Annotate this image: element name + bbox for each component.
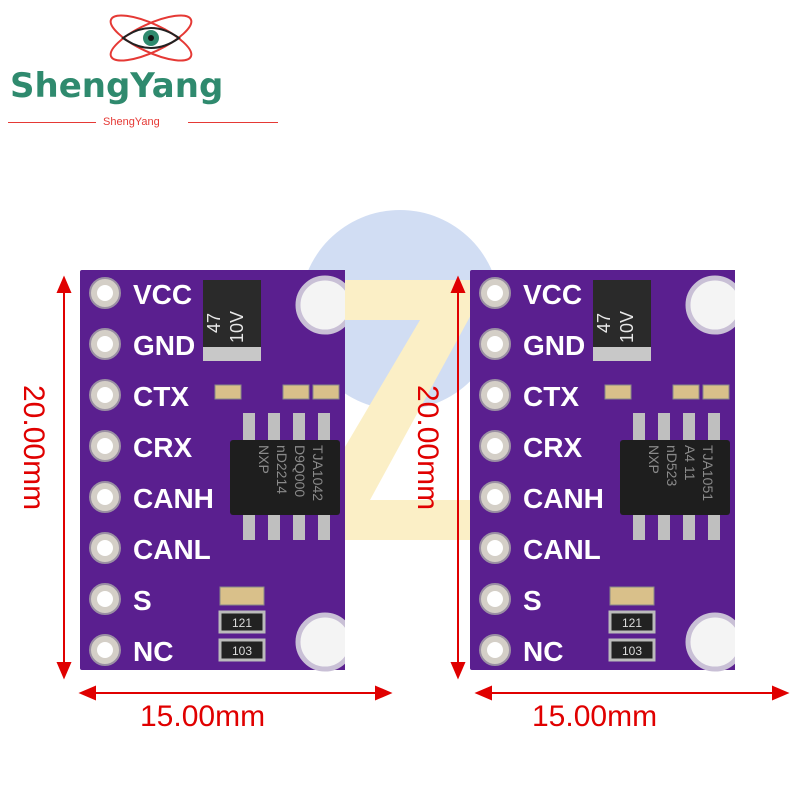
pin-label: S bbox=[133, 585, 152, 616]
smd-component bbox=[604, 384, 632, 400]
smd-component bbox=[282, 384, 310, 400]
pin-label: CANL bbox=[523, 534, 601, 565]
chip-marking: A4 11 bbox=[682, 445, 698, 481]
brand-logo: ShengYang ShengYang bbox=[8, 8, 288, 138]
smd-component bbox=[609, 586, 655, 606]
cap-value: 47 bbox=[204, 313, 224, 333]
chip-marking: nD523 bbox=[664, 445, 680, 486]
pin-hole bbox=[97, 489, 113, 505]
divider bbox=[188, 122, 278, 123]
resistor-code: 121 bbox=[622, 616, 642, 630]
cap-value: 47 bbox=[594, 313, 614, 333]
brand-subtitle: ShengYang bbox=[103, 116, 160, 128]
chip-marking: nD2214 bbox=[274, 445, 290, 494]
chip-pin bbox=[633, 413, 645, 443]
brand-name: ShengYang bbox=[10, 66, 224, 106]
chip-pin bbox=[658, 413, 670, 443]
chip-pin bbox=[318, 413, 330, 443]
ic-chip bbox=[620, 440, 730, 515]
chip-pin bbox=[318, 510, 330, 540]
pin-label: VCC bbox=[523, 279, 582, 310]
pin-hole bbox=[487, 387, 503, 403]
pin-hole bbox=[487, 540, 503, 556]
pin-label: CRX bbox=[523, 432, 582, 463]
chip-marking: NXP bbox=[646, 445, 662, 474]
smd-component bbox=[702, 384, 730, 400]
width-label: 15.00mm bbox=[140, 700, 266, 733]
smd-component bbox=[219, 586, 265, 606]
pin-hole bbox=[97, 438, 113, 454]
capacitor-terminal bbox=[203, 347, 261, 361]
chip-pin bbox=[708, 510, 720, 540]
resistor bbox=[218, 638, 266, 662]
pin-label: CTX bbox=[523, 381, 579, 412]
smd-component bbox=[312, 384, 340, 400]
pin-hole bbox=[487, 438, 503, 454]
pin-hole bbox=[487, 489, 503, 505]
chip-pin bbox=[658, 510, 670, 540]
chip-pin bbox=[633, 510, 645, 540]
smd-component bbox=[214, 384, 242, 400]
resistor bbox=[218, 610, 266, 634]
chip-pin bbox=[243, 413, 255, 443]
resistor bbox=[608, 610, 656, 634]
chip-pin bbox=[293, 510, 305, 540]
pin-label: CANH bbox=[133, 483, 214, 514]
pin-hole bbox=[97, 642, 113, 658]
ic-chip bbox=[230, 440, 340, 515]
pin-hole bbox=[487, 336, 503, 352]
chip-pin bbox=[683, 413, 695, 443]
resistor bbox=[608, 638, 656, 662]
pin-hole bbox=[487, 285, 503, 301]
chip-pin bbox=[243, 510, 255, 540]
chip-pin bbox=[683, 510, 695, 540]
width-label: 15.00mm bbox=[532, 700, 658, 733]
pin-hole bbox=[97, 336, 113, 352]
chip-marking: D9Q000 bbox=[292, 445, 308, 497]
chip-pin bbox=[708, 413, 720, 443]
pin-label: GND bbox=[523, 330, 585, 361]
capacitor bbox=[203, 280, 261, 360]
chip-pin bbox=[268, 510, 280, 540]
pin-label: CTX bbox=[133, 381, 189, 412]
chip-marking: NXP bbox=[256, 445, 272, 474]
cap-voltage: 10V bbox=[227, 311, 247, 343]
pin-label: CANH bbox=[523, 483, 604, 514]
height-label: 20.00mm bbox=[411, 385, 444, 511]
pin-hole bbox=[97, 540, 113, 556]
pin-hole bbox=[97, 591, 113, 607]
pin-label: CANL bbox=[133, 534, 211, 565]
capacitor bbox=[593, 280, 651, 360]
chip-pin bbox=[268, 413, 280, 443]
pin-hole bbox=[97, 387, 113, 403]
pin-label: NC bbox=[133, 636, 173, 667]
pin-label: NC bbox=[523, 636, 563, 667]
eye-logo-icon bbox=[109, 14, 193, 62]
chip-marking: TJA1051 bbox=[700, 445, 716, 501]
smd-component bbox=[672, 384, 700, 400]
resistor-code: 103 bbox=[622, 644, 642, 658]
capacitor-terminal bbox=[593, 347, 651, 361]
height-label: 20.00mm bbox=[17, 385, 50, 511]
divider bbox=[8, 122, 96, 123]
pin-label: GND bbox=[133, 330, 195, 361]
pin-label: CRX bbox=[133, 432, 192, 463]
chip-marking: TJA1042 bbox=[310, 445, 326, 501]
pin-label: S bbox=[523, 585, 542, 616]
resistor-code: 121 bbox=[232, 616, 252, 630]
cap-voltage: 10V bbox=[617, 311, 637, 343]
pin-hole bbox=[97, 285, 113, 301]
resistor-code: 103 bbox=[232, 644, 252, 658]
pin-hole bbox=[487, 642, 503, 658]
pin-label: VCC bbox=[133, 279, 192, 310]
pin-hole bbox=[487, 591, 503, 607]
chip-pin bbox=[293, 413, 305, 443]
